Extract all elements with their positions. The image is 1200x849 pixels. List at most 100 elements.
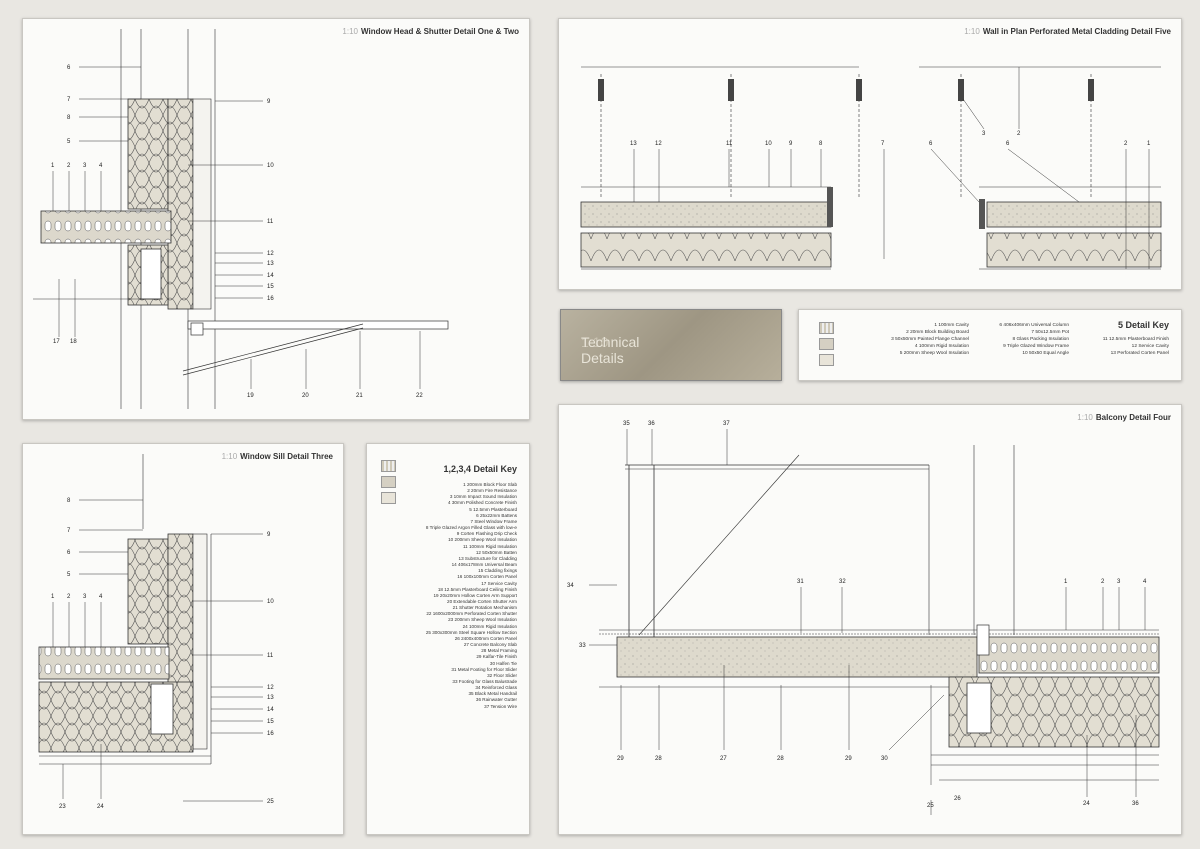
key-item: 30 Halfen Tie xyxy=(489,660,517,666)
label: 13 xyxy=(630,141,637,147)
key5-title: 5 Detail Key xyxy=(1117,320,1169,330)
label: 2 xyxy=(1017,131,1021,137)
label: 4 xyxy=(99,163,103,169)
label: 32 xyxy=(839,579,846,585)
label: 8 xyxy=(67,115,71,121)
label: 3 xyxy=(1117,579,1121,585)
label-group: 1 2 3 4 5 6 7 8 9 10 11 12 13 14 15 16 2… xyxy=(51,498,274,810)
key-item: 3 10mm Impact Sound Insulation xyxy=(449,494,517,500)
key-item: 26 2400x400mm Corten Panel xyxy=(454,635,517,641)
label: 4 xyxy=(1143,579,1147,585)
label: 18 xyxy=(70,339,77,345)
label: 13 xyxy=(267,695,274,701)
window-head-drawing: 6 7 8 5 9 10 11 12 13 14 15 16 1 2 3 4 1… xyxy=(33,29,449,409)
label: 12 xyxy=(655,141,662,147)
label: 29 xyxy=(617,756,624,762)
label: 35 xyxy=(623,421,630,427)
label-group: 13 12 11 10 9 8 7 6 2 1 6 3 2 xyxy=(630,131,1151,147)
key-item: 6 25x22mm Battens xyxy=(476,512,517,518)
key-item: 5 200mm Sheep Wool Insulation xyxy=(899,351,969,356)
label: 10 xyxy=(267,599,274,605)
key-item: 4 100mm Rigid Insulation xyxy=(914,344,969,349)
key-item: 9 Corten Flashing Drip Check xyxy=(456,531,517,537)
key-item: 12 Service Cavity xyxy=(1131,344,1169,349)
label: 16 xyxy=(267,731,274,737)
label: 36 xyxy=(1132,801,1139,807)
label: 9 xyxy=(789,141,793,147)
key-item: 35 Black Metal Handrail xyxy=(468,691,517,697)
label: 4 xyxy=(99,594,103,600)
swatch-insulation xyxy=(381,460,396,472)
key-item: 12 50x50mm Batten xyxy=(475,549,517,555)
label: 28 xyxy=(655,756,662,762)
key-item: 16 100x100mm Corten Panel xyxy=(457,574,517,580)
key-item: 18 12.5mm Plasterboard Ceiling Finish xyxy=(437,586,517,592)
label: 27 xyxy=(720,756,727,762)
label: 33 xyxy=(579,643,586,649)
window-sill-drawing: 1 2 3 4 5 6 7 8 9 10 11 12 13 14 15 16 2… xyxy=(38,454,274,810)
label: 29 xyxy=(845,756,852,762)
key-item: 11 100mm Rigid Insulation xyxy=(462,543,517,549)
label: 11 xyxy=(267,653,274,659)
wall-plan-drawing: 13 12 11 10 9 8 7 6 2 1 6 3 2 xyxy=(580,66,1162,270)
label: 19 xyxy=(247,393,254,399)
label: 10 xyxy=(267,163,274,169)
label: 5 xyxy=(67,139,71,145)
label: 9 xyxy=(267,99,271,105)
label: 6 xyxy=(67,65,71,71)
swatch-insulation xyxy=(819,322,834,334)
label: 14 xyxy=(267,707,274,713)
swatch-concrete xyxy=(381,476,396,488)
label: 7 xyxy=(67,97,71,103)
key-item: 9 Triple Glazed Window Frame xyxy=(1003,344,1069,349)
key-item: 32 Floor Slider xyxy=(487,672,517,678)
label: 11 xyxy=(726,141,733,147)
key-item: 2 20mm Fire Resistance xyxy=(467,488,517,494)
key5-col-3: 11 12.5mm Plasterboard Finish 12 Service… xyxy=(1069,336,1169,357)
key-item: 20 Extendable Corten Shutter Arm xyxy=(447,598,517,604)
balcony-drawing: 35 36 37 34 33 32 31 1 2 3 4 29 28 27 28… xyxy=(567,421,1160,815)
label: 28 xyxy=(777,756,784,762)
label: 6 xyxy=(1006,141,1010,147)
key-item: 21 Shutter Rotation Mechanism xyxy=(452,605,517,611)
label: 11 xyxy=(267,219,274,225)
label: 7 xyxy=(67,528,71,534)
label: 30 xyxy=(881,756,888,762)
swatch-concrete xyxy=(819,338,834,350)
label: 6 xyxy=(929,141,933,147)
label: 9 xyxy=(267,532,271,538)
key-item: 15 Cladding fixings xyxy=(478,568,517,574)
key-item: 7 Steel Window Frame xyxy=(470,518,517,524)
key-item: 8 Glass Packing Insulation xyxy=(1012,337,1069,342)
key5-col-2: 6 406x406mm Universal Column 7 50x12.5mm… xyxy=(971,322,1069,357)
label: 3 xyxy=(83,163,87,169)
key-item: 29 Kalfar-Tile Finish xyxy=(476,654,517,660)
label: 36 xyxy=(648,421,655,427)
label: 24 xyxy=(97,804,104,810)
key-item: 34 Reinforced Glass xyxy=(475,685,517,691)
label: 25 xyxy=(927,803,934,809)
label: 37 xyxy=(723,421,730,427)
key-item: 8 Triple Glazed Argon Filled Glass with … xyxy=(425,525,517,531)
label: 34 xyxy=(567,583,574,589)
key-item: 22 1600x2000mm Perforated Corten Shutter xyxy=(426,611,517,617)
key-item: 13 Perforated Corten Panel xyxy=(1110,351,1169,356)
key1234-list: 1 200mm Block Floor Slab 2 20mm Fire Res… xyxy=(387,482,517,710)
label: 16 xyxy=(267,296,274,302)
label: 2 xyxy=(1101,579,1105,585)
label: 1 xyxy=(51,163,55,169)
panel-detail-key-1234: 1,2,3,4 Detail Key 1 200mm Block Floor S… xyxy=(366,443,530,835)
label: 2 xyxy=(67,163,71,169)
key-item: 10 50x50 Equal Angle xyxy=(1022,351,1069,356)
key-item: 2 20mm Block Building Board xyxy=(906,330,969,335)
label: 1 xyxy=(51,594,55,600)
key-item: 13 Substructure for Cladding xyxy=(458,555,517,561)
key-item: 23 200mm Sheep Wool Insulation xyxy=(448,617,517,623)
label: 13 xyxy=(267,261,274,267)
label: 31 xyxy=(797,579,804,585)
